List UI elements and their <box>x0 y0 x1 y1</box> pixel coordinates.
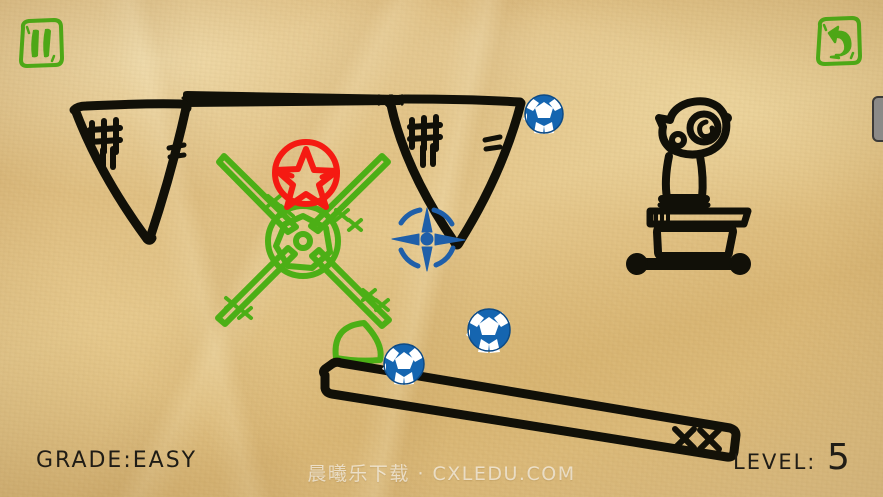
funnel-right <box>384 94 526 250</box>
restart-arrow-icon <box>816 16 862 66</box>
soccer-ball-1[interactable] <box>523 94 564 134</box>
grade-label: GRADE:EASY <box>36 448 198 473</box>
level-value: 5 <box>827 437 852 478</box>
soccer-ball-2[interactable] <box>466 308 511 353</box>
plank-xx-mark <box>672 426 722 452</box>
watermark: 晨曦乐下载 · CXLEDU.COM <box>307 463 576 485</box>
green-propeller[interactable] <box>215 153 392 329</box>
top-rail <box>181 91 406 107</box>
funnel-left-hatch <box>87 117 123 171</box>
soccer-ball-3[interactable] <box>382 343 425 385</box>
offscreen-edge-tab[interactable] <box>872 96 883 142</box>
cat-pedestal-target <box>626 97 752 275</box>
green-wedge[interactable] <box>332 320 384 364</box>
pause-icon <box>19 18 64 68</box>
level-label: LEVEL: <box>733 450 817 474</box>
red-star-ball[interactable] <box>272 139 340 210</box>
blue-pinwheel[interactable] <box>391 207 466 272</box>
restart-button[interactable] <box>812 14 866 68</box>
funnel-left <box>69 99 192 245</box>
pause-button[interactable] <box>14 16 68 70</box>
tilted-plank <box>319 357 741 462</box>
funnel-right-hatch <box>407 114 443 168</box>
